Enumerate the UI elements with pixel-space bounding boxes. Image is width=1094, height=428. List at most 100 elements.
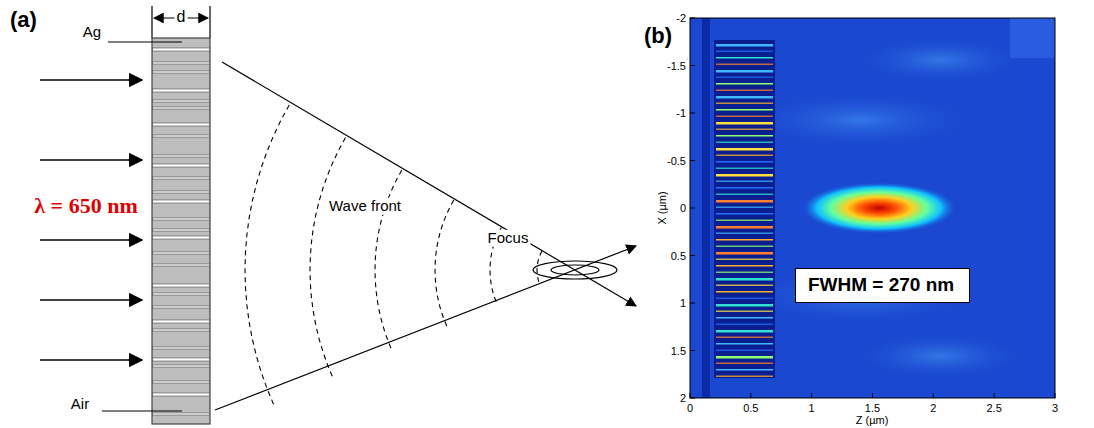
grating-stripe (716, 103, 773, 105)
grating-stripe (716, 181, 773, 183)
grating-stripe (716, 44, 773, 47)
grating-stripe (716, 350, 773, 352)
grating-stripe (716, 90, 773, 92)
grating-stripe (716, 122, 773, 125)
grating-stripe (716, 324, 773, 326)
wave-front-arc (245, 105, 289, 404)
incident-arrow (40, 359, 142, 361)
tick-label: 1.5 (671, 344, 686, 356)
grating-stripe (716, 220, 773, 222)
tick-label: 0 (680, 202, 686, 214)
grating-region (714, 40, 775, 378)
grating-stripe (716, 285, 773, 287)
tick-label: 0.5 (743, 402, 758, 414)
grating-stripe (716, 291, 773, 293)
air-slit (153, 191, 210, 193)
axis-tick (690, 208, 695, 209)
wave-front-arc (537, 251, 542, 285)
grating-stripe (716, 109, 773, 111)
axis-title: X (µm) (656, 191, 668, 224)
grating-stripe (716, 246, 773, 248)
tick-label: -2 (676, 12, 686, 24)
field-band (702, 18, 710, 398)
axis-title: Z (µm) (856, 414, 889, 426)
air-slit (153, 252, 210, 254)
focus-ellipse (533, 261, 617, 279)
ray-line (215, 246, 636, 410)
grating-stripe (716, 259, 773, 261)
grating-stripe (716, 311, 773, 313)
axis-tick (690, 160, 695, 161)
grating-stripe (716, 304, 773, 307)
tick-label: 1.5 (865, 402, 880, 414)
field-ripple (850, 331, 1030, 381)
tick-label: -1 (676, 107, 686, 119)
incident-arrow (40, 159, 142, 161)
air-slit (153, 155, 210, 157)
axis-tick (690, 398, 695, 399)
grating-stripe (716, 70, 773, 73)
grating-stripe (716, 226, 773, 229)
material-label: Ag (83, 24, 101, 41)
field-ripple (740, 90, 980, 150)
air-slit (153, 393, 210, 396)
field-ripple (740, 266, 980, 326)
tick-label: -1.5 (667, 59, 686, 71)
wave-front-arc (435, 200, 454, 327)
air-slit (153, 329, 210, 331)
focus-ellipse (551, 265, 599, 275)
grating-stripe (716, 337, 773, 339)
axis-tick (690, 350, 695, 351)
axes-frame (690, 18, 1055, 398)
silver-slab (152, 38, 210, 424)
annotation-text: FWHM = 270 nm (808, 274, 957, 296)
air-slit (153, 135, 210, 137)
ray-line (222, 62, 636, 306)
axis-tick (690, 113, 695, 114)
field-map (690, 18, 1055, 398)
panel-label: (a) (10, 8, 37, 32)
grating-stripe (716, 343, 773, 345)
grating-stripe (716, 298, 773, 300)
air-slit (153, 177, 210, 179)
grating-stripe (716, 155, 773, 157)
grating-stripe (716, 252, 773, 255)
grating-stripe (716, 213, 773, 215)
wave-front-arc (310, 138, 346, 378)
air-slit (153, 164, 210, 167)
incident-arrow (40, 79, 142, 81)
focus-label: Focus (486, 230, 531, 247)
air-slit (153, 365, 210, 367)
grating-stripe (716, 174, 773, 177)
leader-line (108, 42, 182, 43)
focal-spot (801, 182, 957, 234)
air-slit (153, 320, 210, 323)
panel-b (690, 18, 1055, 398)
wavelength-label: λ = 650 nm (34, 194, 137, 218)
dimension-tick (151, 6, 152, 38)
grating-stripe (716, 148, 773, 151)
axis-tick (690, 255, 695, 256)
grating-stripe (716, 168, 773, 170)
grating-stripe (716, 369, 773, 371)
panel-label: (b) (644, 24, 672, 48)
incident-arrow (40, 239, 142, 241)
grating-stripe (716, 96, 773, 99)
tick-label: 0.5 (671, 249, 686, 261)
grating-stripe (716, 330, 773, 333)
grating-stripe (716, 278, 773, 281)
axis-tick (690, 65, 695, 66)
grating-stripe (716, 356, 773, 359)
grating-stripe (716, 64, 773, 66)
air-slit (153, 200, 210, 203)
air-slit (153, 62, 210, 64)
tick-label: 2.5 (986, 402, 1001, 414)
wave-front-label: Wave front (327, 198, 403, 215)
material-label: Air (71, 396, 89, 413)
field-ripple (850, 35, 1030, 85)
axis-tick (750, 393, 751, 398)
grating-stripe (716, 77, 773, 79)
axis-tick (690, 18, 695, 19)
axis-tick (933, 393, 934, 398)
